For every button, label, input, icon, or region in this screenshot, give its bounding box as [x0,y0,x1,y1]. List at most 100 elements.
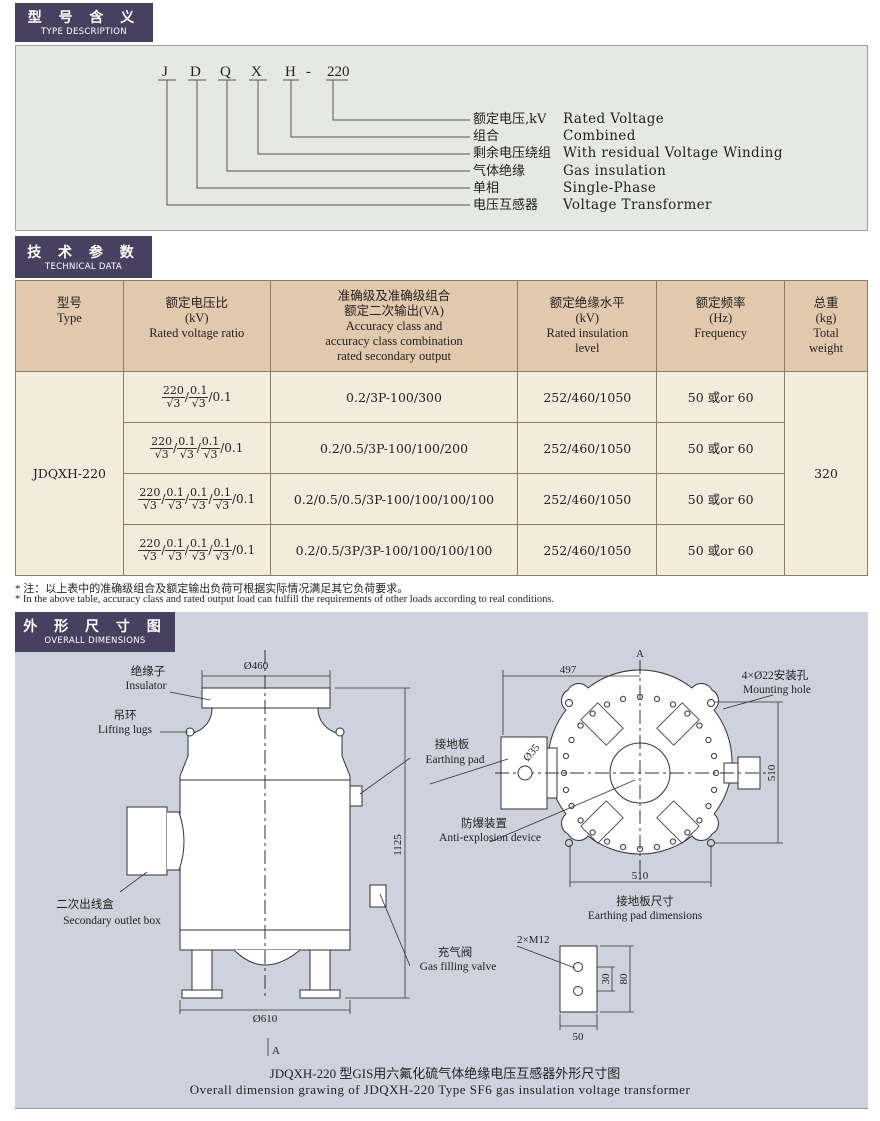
mounting-hole [565,699,573,707]
bolt-hole [653,843,661,851]
label-valve-en: Gas filling valve [420,961,497,973]
cell-weight: 320 [784,371,868,576]
bolt-hole [603,838,611,845]
table-row: 220√3/0.1√3/0.1√3/0.1 0.2/0.5/3P-100/100… [16,422,868,474]
bolt-hole [669,701,677,708]
label-earthing-cn: 接地板 [435,737,470,751]
cell-frequency: 50 或or 60 [656,473,786,525]
dim-30: 30 [600,973,612,985]
fraction: 0.1√3 [177,434,197,461]
meaning-en: With residual Voltage Winding [563,145,783,162]
front-view-dimension-lines [119,670,411,1056]
table-row: 220√3/0.1√3/0.1√3/0.1√3/0.1 0.2/0.5/3P/3… [16,524,868,576]
meaning-en: Voltage Transformer [563,197,712,214]
cell-insulation: 252/460/1050 [517,422,658,474]
cell-accuracy: 0.2/0.5/3P/3P-100/100/100/100 [269,524,519,576]
fraction: 220√3 [161,383,185,410]
callout-labels: 绝缘子 Insulator 吊环 Lifting lugs 接地板 Earthi… [56,664,811,973]
label-insulator-cn: 绝缘子 [131,664,166,678]
earthing-pad-detail [516,945,634,1030]
bolt-hole [710,786,718,794]
cell-type: JDQXH-220 [15,371,124,576]
meaning-en: Gas insulation [563,162,667,179]
section-title-cn: 技 术 参 数 [27,245,140,261]
dim-80: 80 [618,973,630,985]
transformer-top-view [495,660,770,880]
bolt-hole [619,843,627,851]
meaning-en-list: Rated Voltage Combined With residual Vol… [563,111,783,214]
header-ratio: 额定电压比(kV)Rated voltage ratio [122,280,271,372]
bolt-hole [636,845,644,853]
cell-ratio: 220√3/0.1√3/0.1√3/0.1 [122,422,271,474]
section-tab-technical-data: 技 术 参 数 TECHNICAL DATA [15,236,152,278]
label-antiexp-en: Anti-explosion device [439,832,541,844]
bolt-hole [589,829,596,836]
label-outlet-en: Secondary outlet box [63,915,161,927]
bolt-hole [589,710,596,717]
bolt-hole [684,829,691,836]
cell-insulation: 252/460/1050 [517,371,658,423]
transformer-front-view [126,650,387,1000]
label-valve-cn: 充气阀 [438,945,473,959]
dimension-drawing-panel: Ø460 1125 Ø610 A A 497 510 510 Ø35 2×M12… [15,612,868,1109]
mounting-hole [565,839,573,847]
dim-h510: 510 [766,764,778,781]
top-view-dimension-lines [429,670,783,887]
cell-frequency: 50 或or 60 [656,524,786,576]
cell-frequency: 50 或or 60 [656,371,786,423]
label-paddim-cn: 接地板尺寸 [616,894,674,908]
meaning-cn: 额定电压,kV [473,112,547,127]
mounting-hole [707,699,715,707]
note-en: * In the above table, accuracy class and… [15,594,555,605]
cell-accuracy: 0.2/3P-100/300 [269,371,519,423]
meaning-cn: 剩余电压绕组 [473,146,552,162]
bolt-hole [577,817,584,824]
label-outlet-cn: 二次出线盒 [56,897,114,911]
drawing-caption-cn: JDQXH-220 型GIS用六氟化硫气体绝缘电压互感器外形尺寸图 [270,1066,621,1081]
meaning-cn: 电压互感器 [473,198,539,214]
cell-insulation: 252/460/1050 [517,524,658,576]
fraction: 220√3 [138,485,162,512]
dimension-drawing: Ø460 1125 Ø610 A A 497 510 510 Ø35 2×M12… [56,648,811,1097]
meaning-cn: 气体绝缘 [473,163,526,179]
label-lugs-cn: 吊环 [114,709,137,722]
bolt-hole [577,722,584,729]
note-cn: * 注：以上表中的准确级组合及额定输出负荷可根据实际情况满足其它负荷要求。 [15,583,409,595]
bolt-hole [712,769,720,777]
meaning-en: Rated Voltage [563,111,665,127]
bolt-hole [568,736,575,744]
dim-h1125: 1125 [392,834,404,856]
bolt-hole [696,722,703,729]
view-a-marker: A [272,1045,280,1057]
code-letter: X [251,64,262,80]
fraction: 0.1√3 [165,485,185,512]
bolt-hole [562,786,570,794]
label-paddim-en: Earthing pad dimensions [588,910,703,922]
dim-w510: 510 [632,870,649,882]
section-title-en: TYPE DESCRIPTION [41,27,127,37]
cell-accuracy: 0.2/0.5/3P-100/100/200 [269,422,519,474]
meaning-en: Single-Phase [563,179,657,196]
dim-w497: 497 [560,664,577,676]
dim-d460: Ø460 [244,660,269,672]
code-letter: - [306,64,311,80]
dim-m12: 2×M12 [517,934,549,946]
label-antiexp-cn: 防爆装置 [461,816,507,830]
dim-d610: Ø610 [253,1013,278,1025]
section-title-en: TECHNICAL DATA [44,262,123,272]
fraction: 0.1√3 [200,434,221,461]
label-earthing-en: Earthing pad [425,754,484,766]
fraction: 0.1√3 [188,485,209,512]
fraction: 0.1√3 [188,383,209,410]
label-lugs-en: Lifting lugs [98,724,153,736]
cell-frequency: 50 或or 60 [656,422,786,474]
code-letter: H [285,64,296,80]
section-tab-type-description: 型 号 含 义 TYPE DESCRIPTION [15,3,153,42]
code-letter: 220 [327,64,350,80]
bolt-holes [560,693,720,853]
type-description-panel: J D Q X H - 220 额定电压,kV 组合 剩余电压绕组 气体绝缘 单… [15,45,868,231]
